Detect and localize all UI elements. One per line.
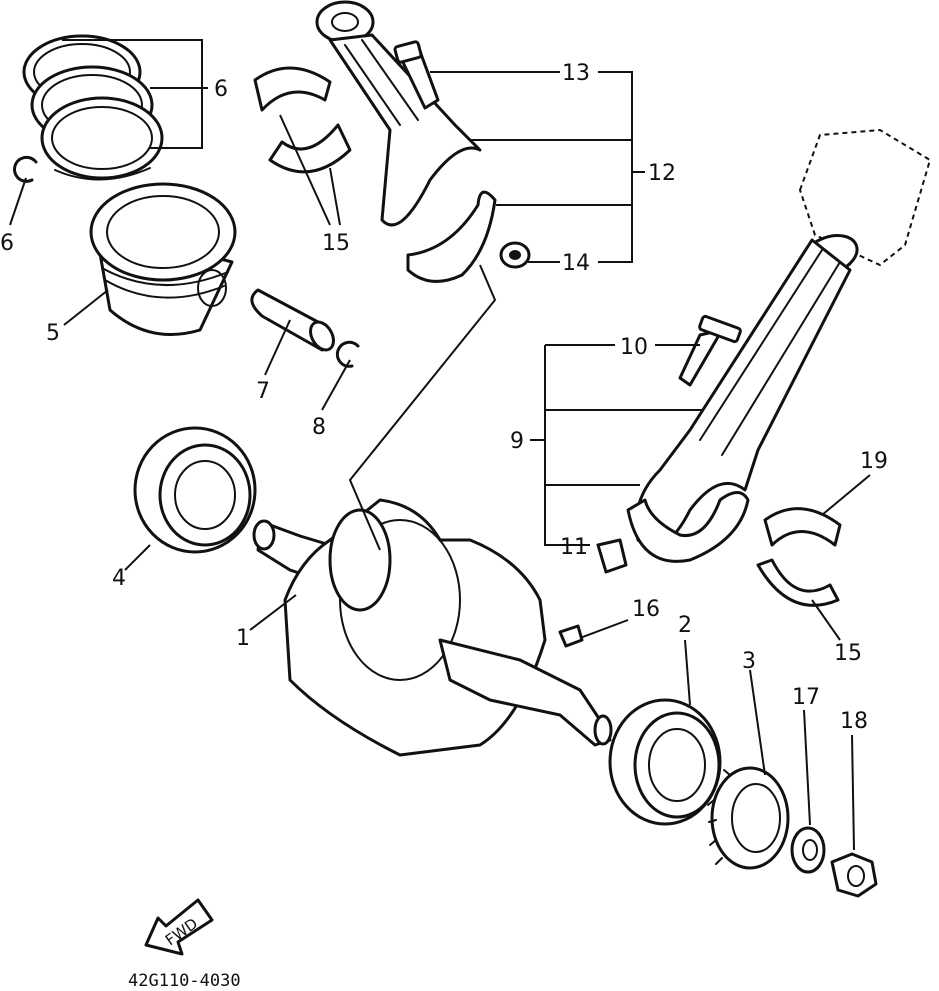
callout-17: 17	[792, 685, 820, 710]
crankshaft-nut	[830, 852, 878, 898]
washer	[790, 826, 826, 874]
piston-pin	[250, 288, 335, 352]
connecting-rod-upper	[315, 0, 497, 283]
crankshaft	[252, 498, 613, 757]
leader-lines	[9, 39, 871, 851]
callout-11: 11	[560, 535, 588, 560]
piston	[89, 182, 237, 336]
connecting-rod-nut-lower	[596, 538, 628, 574]
callout-13: 13	[562, 61, 590, 86]
callout-6-rings: 6	[214, 77, 228, 102]
callout-16: 16	[632, 597, 660, 622]
callout-6-clip: 6	[0, 231, 14, 256]
callout-14: 14	[562, 251, 590, 276]
woodruff-key	[558, 624, 584, 648]
callout-19: 19	[860, 449, 888, 474]
callout-12: 12	[648, 161, 676, 186]
piston-ring-set	[22, 34, 164, 181]
callout-2: 2	[678, 613, 692, 638]
callout-9: 9	[510, 429, 524, 454]
connecting-rod-nut-upper	[499, 241, 531, 269]
piston-pin-clip-right	[335, 340, 360, 368]
callout-1: 1	[236, 626, 250, 651]
callout-labels: 1 2 3 4 5 6 6 7 8 9 10 11 12 13 14 15 15…	[0, 61, 888, 734]
main-bearing-right	[608, 698, 722, 826]
fwd-arrow-icon: FWD	[144, 898, 214, 956]
callout-8: 8	[312, 415, 326, 440]
drawing-code: 42G110-4030	[128, 971, 241, 991]
callout-4: 4	[112, 566, 126, 591]
main-bearing-left	[133, 426, 257, 554]
callout-15-lower: 15	[834, 641, 862, 666]
callout-15-upper: 15	[322, 231, 350, 256]
primary-drive-gear	[707, 766, 790, 870]
piston-pin-clip-left	[13, 155, 38, 183]
big-end-bearing-upper	[253, 66, 352, 174]
connecting-rod-assembly	[626, 128, 932, 563]
callout-10: 10	[620, 335, 648, 360]
connecting-rod-bolt-upper	[393, 40, 440, 110]
callout-5: 5	[46, 321, 60, 346]
big-end-bearing-lower	[756, 507, 842, 607]
connecting-rod-bolt-lower	[678, 314, 742, 387]
callout-3: 3	[742, 649, 756, 674]
callout-7: 7	[256, 379, 270, 404]
callout-18: 18	[840, 709, 868, 734]
